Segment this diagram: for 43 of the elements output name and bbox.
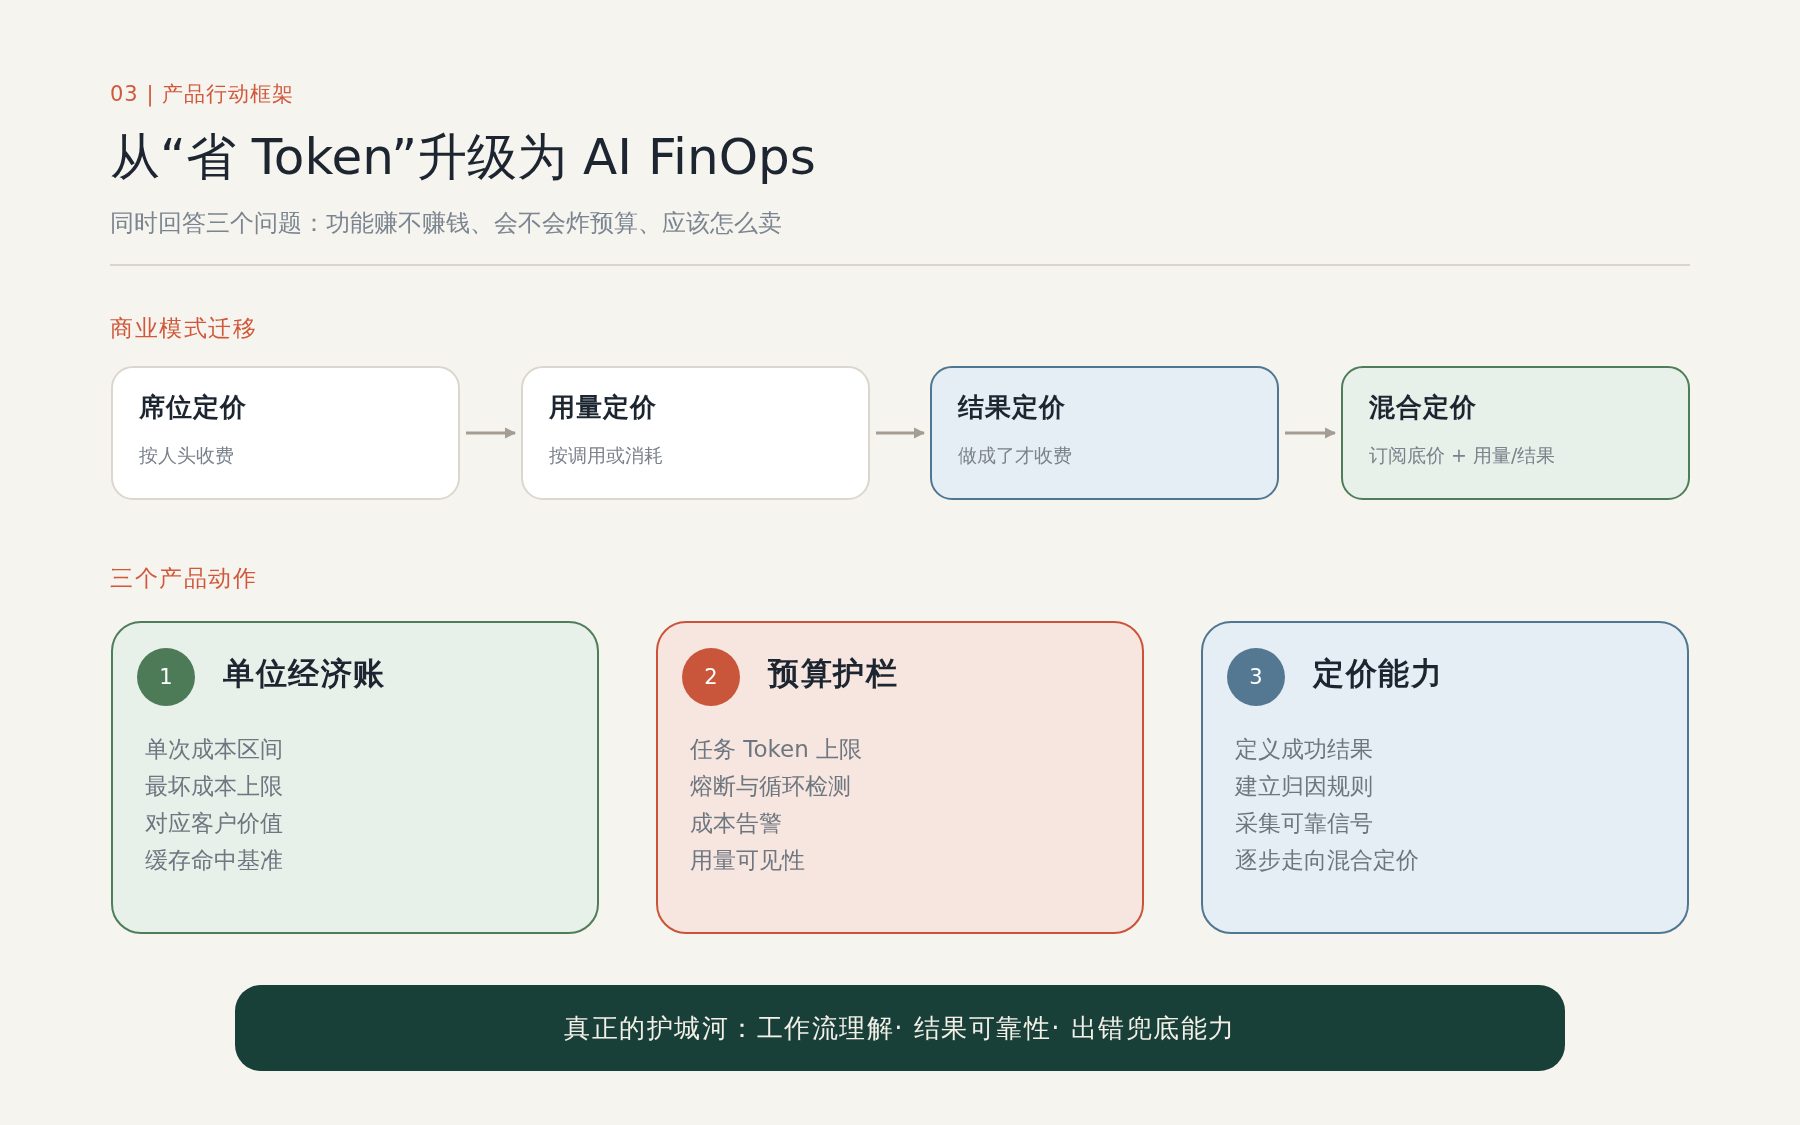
stage-box — [521, 366, 870, 500]
list-item: 建立归因规则 — [1235, 772, 1374, 801]
stage-description: 做成了才收费 — [958, 443, 1073, 468]
arrow — [876, 427, 925, 439]
stage-title: 用量定价 — [549, 391, 658, 424]
list-item: 成本告警 — [690, 809, 783, 838]
section-heading: 商业模式迁移 — [110, 314, 257, 343]
action-card — [656, 621, 1144, 934]
stage-box — [930, 366, 1279, 500]
stage-title: 席位定价 — [139, 391, 248, 424]
number-badge: 1 — [137, 648, 195, 706]
stage-title: 混合定价 — [1369, 391, 1478, 424]
action-card — [111, 621, 599, 934]
stage-description: 按调用或消耗 — [549, 443, 664, 468]
banner-text: 真正的护城河：工作流理解· 结果可靠性· 出错兜底能力 — [564, 1011, 1236, 1045]
card-title: 单位经济账 — [223, 654, 387, 693]
list-item: 对应客户价值 — [145, 809, 284, 838]
summary-banner — [235, 985, 1565, 1071]
stage-box — [111, 366, 460, 500]
list-item: 缓存命中基准 — [145, 846, 284, 875]
arrow — [1285, 427, 1336, 439]
list-item: 最坏成本上限 — [145, 772, 284, 801]
list-item: 逐步走向混合定价 — [1235, 846, 1420, 875]
list-item: 采集可靠信号 — [1235, 809, 1374, 838]
action-card — [1201, 621, 1689, 934]
stage-title: 结果定价 — [958, 391, 1067, 424]
list-item: 用量可见性 — [690, 846, 806, 875]
section-heading: 三个产品动作 — [110, 564, 257, 593]
stage-box — [1341, 366, 1690, 500]
number-badge: 3 — [1227, 648, 1285, 706]
stage-description: 订阅底价 + 用量/结果 — [1369, 443, 1557, 468]
list-item: 单次成本区间 — [145, 735, 284, 764]
section-eyebrow: 03 | 产品行动框架 — [110, 81, 295, 109]
list-item: 任务 Token 上限 — [690, 735, 864, 764]
arrow — [466, 427, 516, 439]
card-title: 预算护栏 — [768, 654, 899, 693]
list-item: 熔断与循环检测 — [690, 772, 852, 801]
card-title: 定价能力 — [1313, 654, 1444, 693]
page-title: 从“省 Token”升级为 AI FinOps — [110, 127, 816, 188]
number-badge: 2 — [682, 648, 740, 706]
list-item: 定义成功结果 — [1235, 735, 1374, 764]
subtitle: 同时回答三个问题：功能赚不赚钱、会不会炸预算、应该怎么卖 — [110, 208, 782, 239]
stage-description: 按人头收费 — [139, 443, 235, 468]
